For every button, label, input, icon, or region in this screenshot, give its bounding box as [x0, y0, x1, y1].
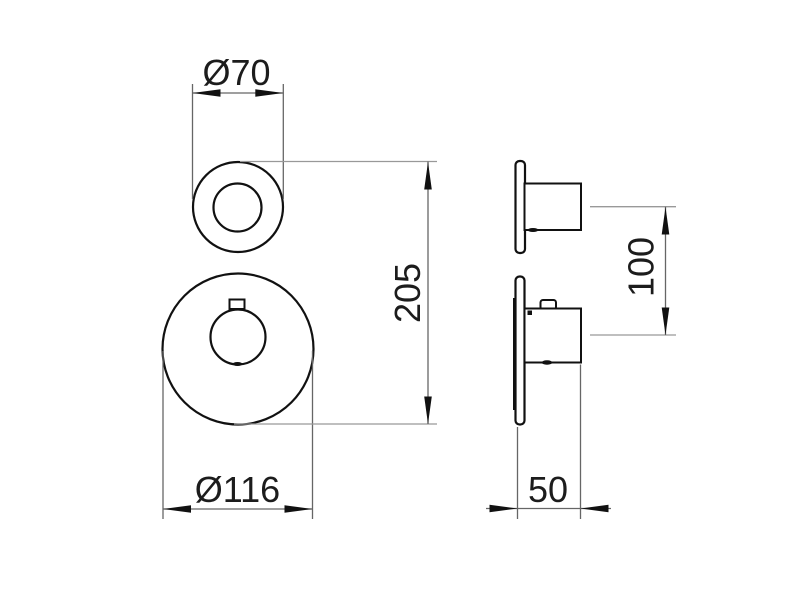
dim-label-knob-diameter: Ø70	[202, 52, 270, 93]
arrow-left-icon	[580, 504, 609, 513]
dim-label-depth: 50	[528, 469, 568, 510]
side-knob-bottom	[523, 307, 582, 364]
dim-plate-diameter: Ø116	[162, 351, 314, 519]
dim-overall-height: 205	[234, 160, 437, 425]
side-flange-bottom	[514, 275, 526, 426]
side-view	[512, 159, 582, 426]
knob-index-notch	[228, 298, 246, 310]
side-knob-dot-mark	[527, 310, 532, 315]
escutcheon-plate-circle	[161, 272, 315, 426]
front-view	[161, 160, 315, 426]
arrow-left-icon	[192, 89, 221, 97]
arrow-up-icon	[661, 207, 670, 235]
arrow-up-icon	[424, 162, 432, 190]
arrow-right-icon	[284, 505, 313, 513]
diverter-knob-outer-circle	[191, 160, 285, 254]
knob-index-mark	[232, 362, 243, 366]
thermostat-knob-circle	[209, 308, 267, 366]
dim-depth: 50	[486, 364, 611, 519]
dim-knob-diameter: Ø70	[191, 52, 284, 199]
dim-label-overall-height: 205	[387, 263, 428, 323]
side-knob-bottom-mark	[541, 360, 553, 365]
arrow-down-icon	[424, 396, 432, 424]
dim-label-plate-diameter: Ø116	[195, 469, 280, 510]
arrow-left-icon	[163, 505, 191, 513]
arrow-right-icon	[255, 89, 284, 97]
dim-center-distance: 100	[590, 206, 676, 336]
side-knob-top-mark	[527, 228, 539, 232]
dim-label-center-distance: 100	[621, 237, 662, 297]
side-knob-top	[523, 182, 582, 231]
arrow-right-icon	[489, 504, 518, 513]
arrow-down-icon	[661, 307, 670, 335]
diverter-knob-inner-circle	[212, 182, 263, 233]
